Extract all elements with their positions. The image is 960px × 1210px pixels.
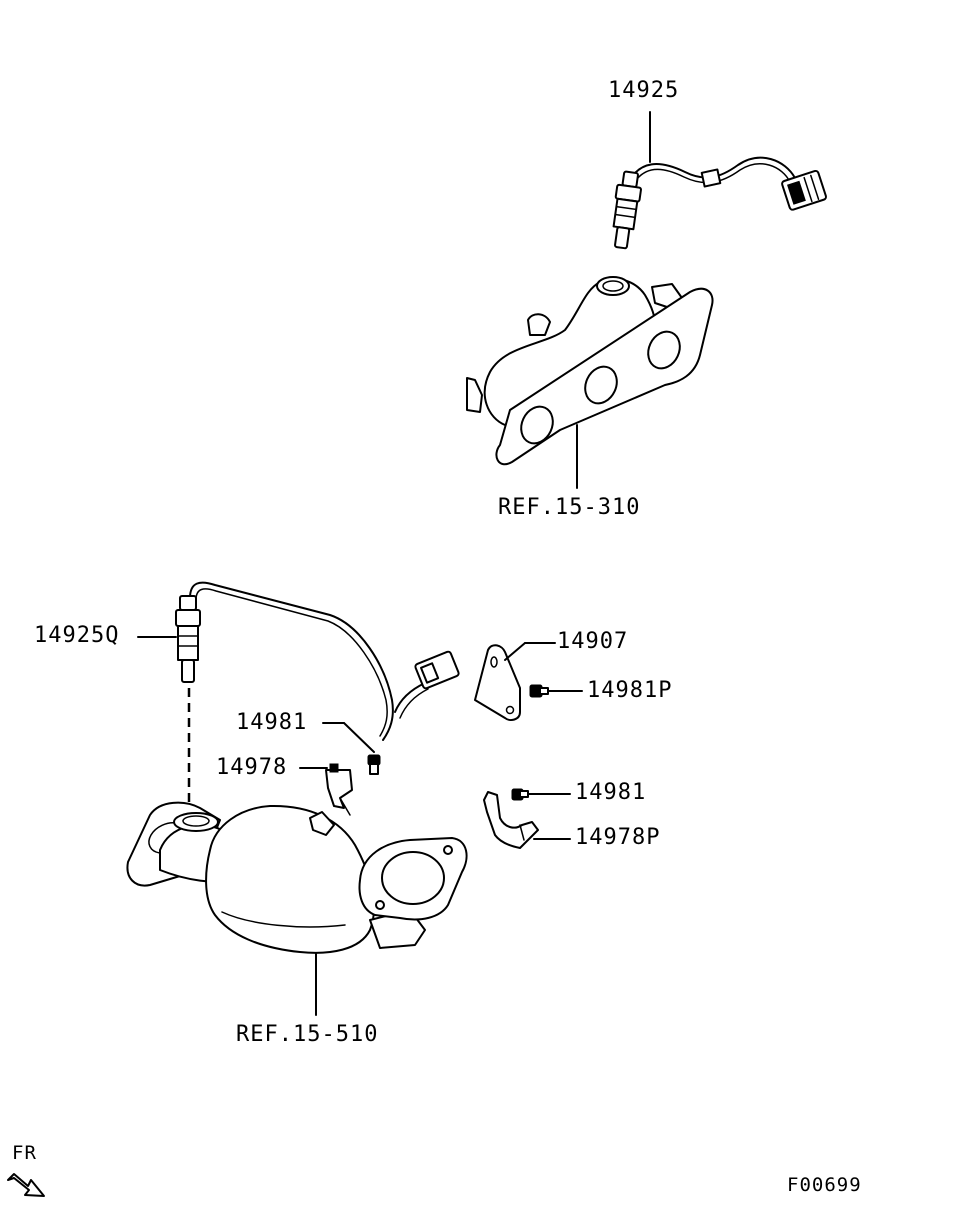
label-bolt-left: 14981 <box>236 710 308 735</box>
label-bolt-bracket: 14981P <box>587 678 673 703</box>
bolt-14981-right[interactable] <box>511 788 529 801</box>
bracket-leader-line <box>504 642 526 661</box>
lower-oxygen-sensor[interactable] <box>175 581 460 741</box>
label-upper-ref: REF.15-310 <box>498 495 641 520</box>
clip-14978-left[interactable] <box>325 763 353 816</box>
label-bolt-right: 14981 <box>575 780 647 805</box>
front-direction-arrow-icon <box>7 1173 45 1197</box>
label-lower-ref: REF.15-510 <box>236 1022 379 1047</box>
catalytic-converter[interactable] <box>126 801 468 954</box>
label-direction: FR <box>12 1142 37 1164</box>
label-upper-sensor: 14925 <box>608 78 680 103</box>
bolt-14981p[interactable] <box>529 684 549 698</box>
clip-14978p-right[interactable] <box>483 791 539 849</box>
upper-exhaust-manifold[interactable] <box>466 276 714 466</box>
label-clip-right: 14978P <box>575 825 661 850</box>
label-lower-sensor: 14925Q <box>34 623 120 648</box>
bolt-14981-left[interactable] <box>367 754 381 775</box>
label-bracket: 14907 <box>557 629 629 654</box>
label-clip-left: 14978 <box>216 755 288 780</box>
label-figure-code: F00699 <box>787 1174 862 1196</box>
upper-oxygen-sensor[interactable] <box>609 156 827 250</box>
bracket-14907[interactable] <box>474 644 521 721</box>
